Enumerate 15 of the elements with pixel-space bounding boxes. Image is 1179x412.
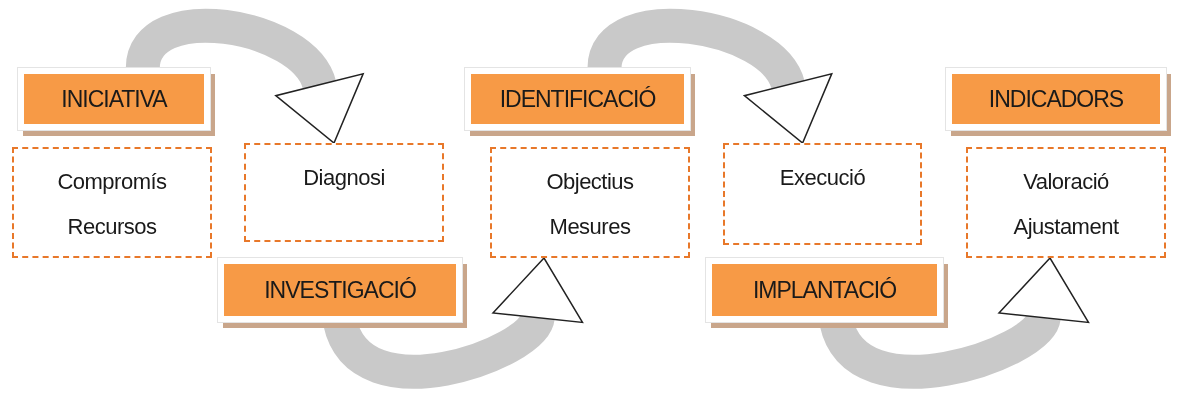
- dashed-content-box: [490, 147, 690, 258]
- curved-block-arrow: [126, 8, 362, 141]
- stage-activities: Diagnosi: [303, 164, 385, 192]
- stage-activities: Execució: [779, 164, 866, 192]
- stage-title: IDENTIFICACIÓ: [499, 85, 656, 113]
- dashed-content-box: [244, 143, 444, 242]
- curved-block-arrow: [587, 8, 830, 140]
- dashed-content-box: [12, 147, 212, 258]
- stage-activities: Valoració Ajustament: [1012, 168, 1120, 241]
- stage-title: INICIATIVA: [61, 85, 167, 113]
- stage-activities: Objectius Mesures: [545, 168, 635, 241]
- dashed-content-box: [723, 143, 922, 245]
- stage-title: INDICADORS: [988, 85, 1124, 113]
- dashed-content-box: [966, 147, 1166, 258]
- stage-activities: Compromís Recursos: [56, 168, 168, 241]
